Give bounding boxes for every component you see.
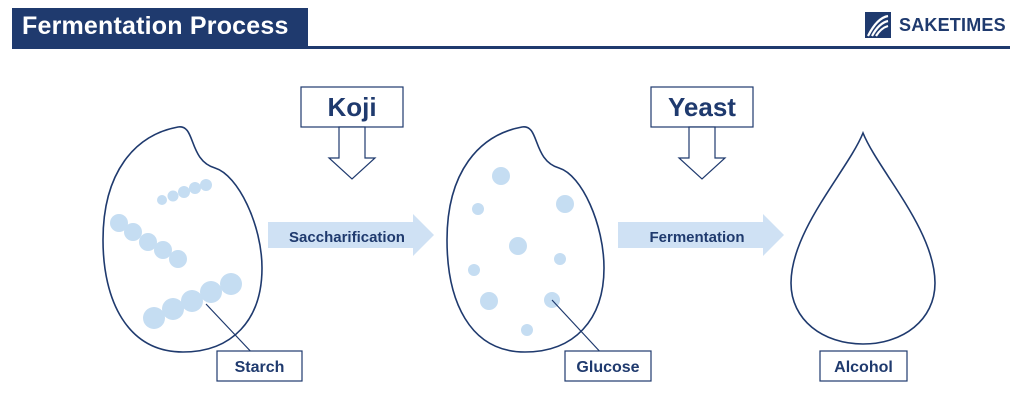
- logo: SAKETIMES: [865, 12, 1006, 38]
- koji-box: [300, 86, 404, 128]
- glucose-label: Glucose: [576, 359, 639, 376]
- logo-text: SAKETIMES: [899, 14, 1006, 35]
- starch-label: Starch: [235, 359, 285, 376]
- fermentation-arrow-icon: [618, 214, 784, 256]
- title-divider: [12, 46, 1010, 49]
- glucose-label-box: [564, 350, 652, 382]
- starch-chain-top: [157, 179, 212, 205]
- saccharification-label: Saccharification: [289, 229, 405, 246]
- starch-chain-middle: [110, 214, 187, 268]
- alcohol-label: Alcohol: [834, 359, 893, 376]
- title-bar: [12, 8, 308, 48]
- yeast-down-arrow-icon: [677, 126, 727, 180]
- saketimes-logo-icon: [865, 12, 891, 38]
- starch-pointer: [205, 303, 256, 357]
- fermentation-label: Fermentation: [649, 229, 744, 246]
- yeast-box: [650, 86, 754, 128]
- alcohol-drop-icon: [790, 130, 936, 345]
- rice-grain-glucose: [446, 126, 605, 353]
- koji-label: Koji: [327, 92, 376, 122]
- yeast-label: Yeast: [668, 92, 736, 122]
- glucose-particles: [468, 167, 574, 336]
- page-title: Fermentation Process: [22, 12, 289, 40]
- koji-down-arrow-icon: [327, 126, 377, 180]
- starch-label-box: [216, 350, 303, 382]
- alcohol-label-box: [819, 350, 908, 382]
- rice-grain-starch: [102, 126, 263, 353]
- saccharification-arrow-icon: [268, 214, 434, 256]
- starch-chain-bottom: [143, 273, 242, 329]
- glucose-pointer: [551, 299, 605, 357]
